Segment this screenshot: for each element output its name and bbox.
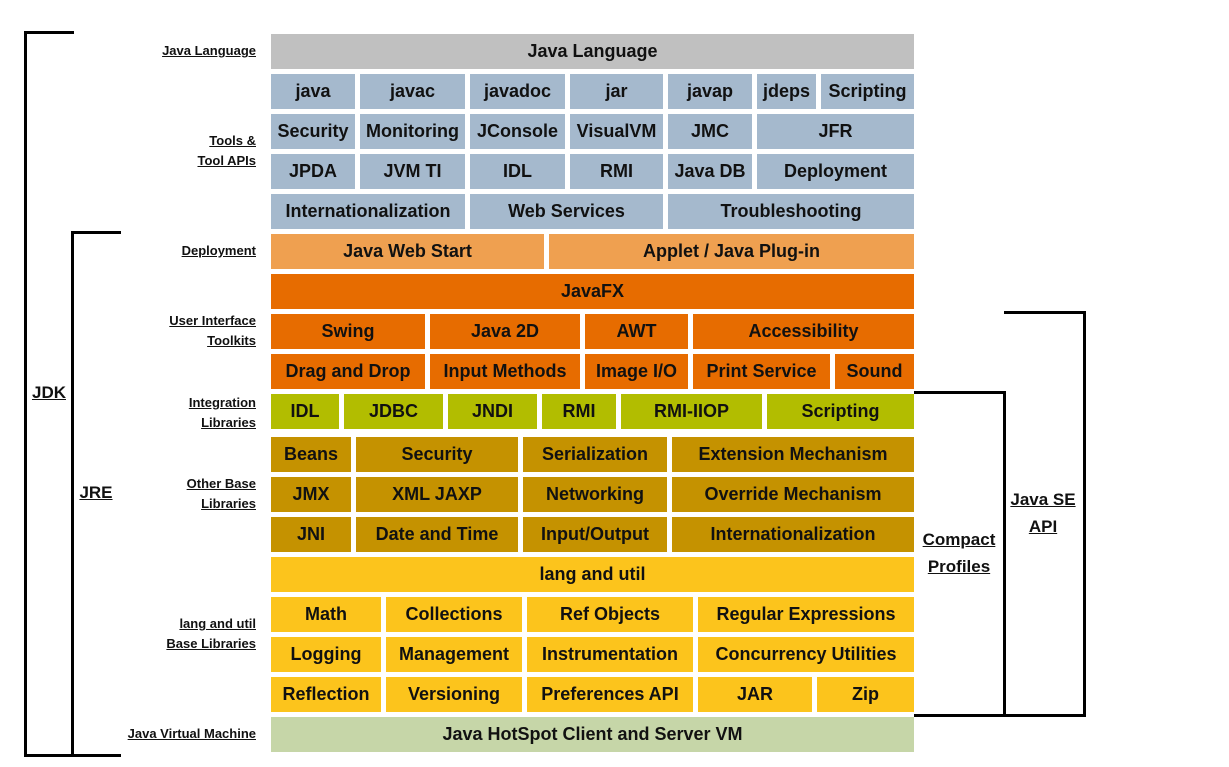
cell-scripting: Scripting: [767, 394, 914, 429]
cell-java: java: [271, 74, 355, 109]
cell-concurrency-utilities: Concurrency Utilities: [698, 637, 914, 672]
cell-instrumentation: Instrumentation: [527, 637, 693, 672]
cell-troubleshooting: Troubleshooting: [668, 194, 914, 229]
cell-idl-tool: IDL: [470, 154, 565, 189]
jdk-label: JDK: [31, 383, 66, 402]
cell-javadb: Java DB: [668, 154, 752, 189]
cell-java-language: Java Language: [271, 34, 914, 69]
cell-reflection: Reflection: [271, 677, 381, 712]
cell-swing: Swing: [271, 314, 425, 349]
cell-versioning: Versioning: [386, 677, 522, 712]
cell-preferences-api: Preferences API: [527, 677, 693, 712]
cell-ref-objects: Ref Objects: [527, 597, 693, 632]
cell-java-2d: Java 2D: [430, 314, 580, 349]
cell-javafx: JavaFX: [271, 274, 914, 309]
cell-override-mechanism: Override Mechanism: [672, 477, 914, 512]
cell-jconsole: JConsole: [470, 114, 565, 149]
cell-hotspot-vm: Java HotSpot Client and Server VM: [271, 717, 914, 752]
cell-logging: Logging: [271, 637, 381, 672]
row-label-deployment: Deployment: [181, 243, 256, 258]
compact-profiles-bracket: [914, 391, 1006, 717]
cell-input-output: Input/Output: [523, 517, 667, 552]
cell-java-web-start: Java Web Start: [271, 234, 544, 269]
cell-accessibility: Accessibility: [693, 314, 914, 349]
cell-management: Management: [386, 637, 522, 672]
cell-jdbc: JDBC: [344, 394, 443, 429]
cell-zip: Zip: [817, 677, 914, 712]
cell-applet-plugin: Applet / Java Plug-in: [549, 234, 914, 269]
cell-math: Math: [271, 597, 381, 632]
compact-profiles-label: Compact Profiles: [922, 530, 996, 576]
cell-scripting-tool: Scripting: [821, 74, 914, 109]
cell-beans: Beans: [271, 437, 351, 472]
cell-input-methods: Input Methods: [430, 354, 580, 389]
cell-javadoc: javadoc: [470, 74, 565, 109]
cell-jar-lib: JAR: [698, 677, 812, 712]
cell-lang-and-util: lang and util: [271, 557, 914, 592]
java-se-api-bracket: [1004, 311, 1086, 717]
jdk-bracket: [24, 31, 74, 757]
cell-drag-and-drop: Drag and Drop: [271, 354, 425, 389]
cell-jar: jar: [570, 74, 663, 109]
cell-i18n-tool: Internationalization: [271, 194, 465, 229]
cell-security: Security: [356, 437, 518, 472]
cell-visualvm: VisualVM: [570, 114, 663, 149]
cell-internationalization: Internationalization: [672, 517, 914, 552]
row-label-tools: Tools &Tool APIs: [197, 133, 257, 168]
cell-monitoring: Monitoring: [360, 114, 465, 149]
cell-jmx: JMX: [271, 477, 351, 512]
cell-jpda: JPDA: [271, 154, 355, 189]
row-label-java-language: Java Language: [162, 43, 256, 58]
cell-javap: javap: [668, 74, 752, 109]
cell-idl: IDL: [271, 394, 339, 429]
java-se-api-label: Java SE API: [1010, 490, 1076, 536]
cell-sound: Sound: [835, 354, 914, 389]
cell-extension-mechanism: Extension Mechanism: [672, 437, 914, 472]
jre-bracket: [71, 231, 121, 757]
cell-jndi: JNDI: [448, 394, 537, 429]
cell-networking: Networking: [523, 477, 667, 512]
cell-date-and-time: Date and Time: [356, 517, 518, 552]
cell-rmi: RMI: [542, 394, 616, 429]
cell-jfr: JFR: [757, 114, 914, 149]
cell-web-services: Web Services: [470, 194, 663, 229]
cell-awt: AWT: [585, 314, 688, 349]
cell-jmc: JMC: [668, 114, 752, 149]
cell-rmi-iiop: RMI-IIOP: [621, 394, 762, 429]
cell-image-io: Image I/O: [585, 354, 688, 389]
cell-serialization: Serialization: [523, 437, 667, 472]
jre-label: JRE: [79, 483, 113, 502]
cell-security-tool: Security: [271, 114, 355, 149]
row-label-jvm: Java Virtual Machine: [127, 726, 256, 741]
cell-jni: JNI: [271, 517, 351, 552]
cell-collections: Collections: [386, 597, 522, 632]
cell-regular-expressions: Regular Expressions: [698, 597, 914, 632]
cell-xml-jaxp: XML JAXP: [356, 477, 518, 512]
cell-javac: javac: [360, 74, 465, 109]
cell-jvmti: JVM TI: [360, 154, 465, 189]
cell-print-service: Print Service: [693, 354, 830, 389]
cell-rmi-tool: RMI: [570, 154, 663, 189]
cell-deployment-tool: Deployment: [757, 154, 914, 189]
cell-jdeps: jdeps: [757, 74, 816, 109]
